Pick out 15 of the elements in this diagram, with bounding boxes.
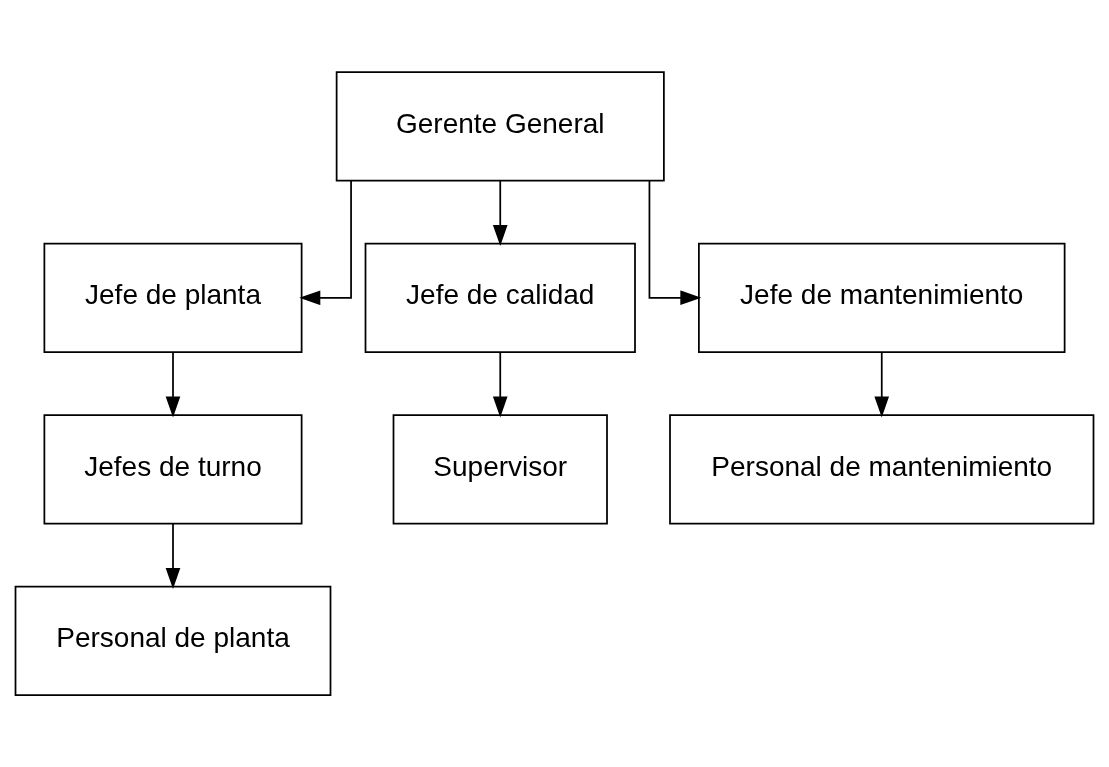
arrow (648, 179, 702, 306)
node-box: Personal de mantenimiento (669, 414, 1095, 525)
node-box: Jefe de calidad (364, 242, 636, 353)
node-box: Personal de planta (14, 585, 332, 696)
arrow (165, 522, 181, 589)
arrow (492, 179, 508, 246)
arrow (874, 351, 890, 418)
arrow (299, 179, 352, 306)
node-box: Jefes de turno (43, 414, 303, 525)
node-box: Jefe de planta (43, 242, 303, 353)
node-box: Jefe de mantenimiento (698, 242, 1066, 353)
arrow (492, 351, 508, 418)
node-box: Gerente General (335, 71, 665, 182)
arrow (165, 351, 181, 418)
node-box: Supervisor (392, 414, 608, 525)
